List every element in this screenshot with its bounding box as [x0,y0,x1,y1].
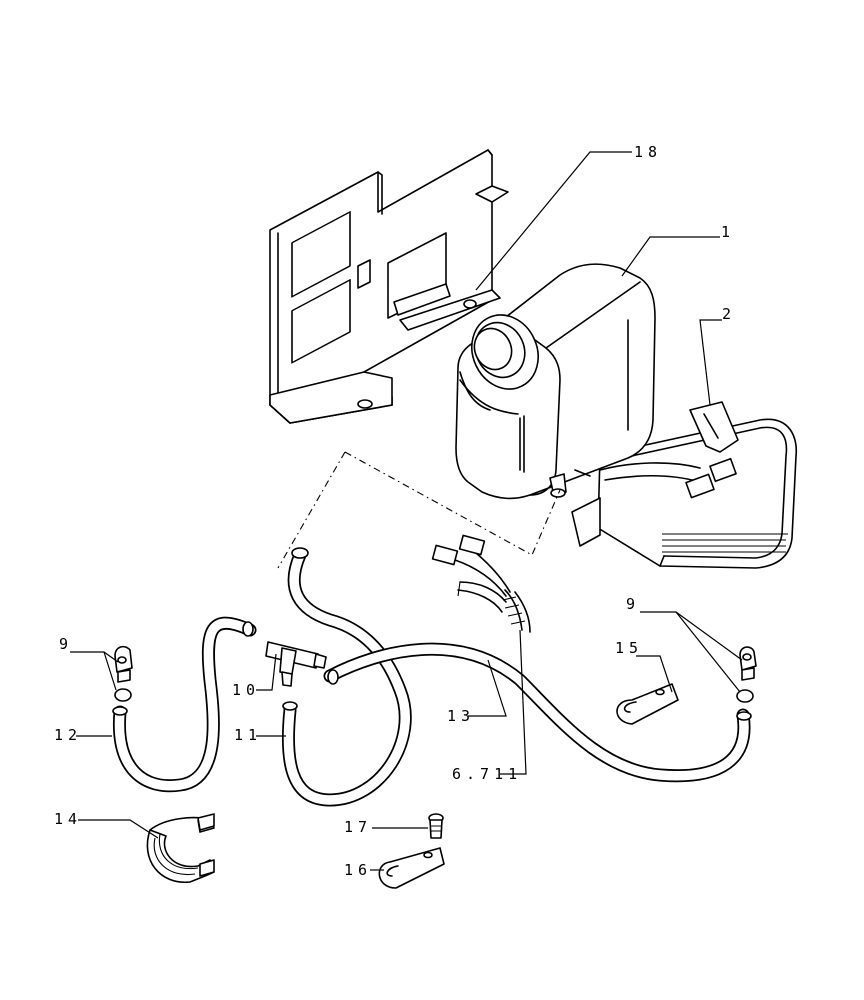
screw-17 [428,813,444,839]
callout-10: 10 [232,681,260,699]
callout-6711: 6.711 [452,765,522,783]
hose-ends [112,547,752,721]
band-clamp-14 [146,813,215,883]
callout-17: 17 [344,818,372,836]
hose-clip-16 [378,847,445,889]
callout-9-left: 9 [59,635,73,653]
callout-15: 15 [615,639,643,657]
hose-12 [112,616,257,793]
leader-lines [70,151,743,871]
callout-13: 13 [447,707,475,725]
callout-2: 2 [722,305,736,323]
wiring-harness [431,534,531,633]
tank-strap [571,401,798,569]
callout-1: 1 [721,223,735,241]
callout-12: 12 [54,726,82,744]
callout-labels: 18 1 2 9 9 15 10 12 11 13 6.711 14 17 16 [54,143,736,879]
hose-13 [281,548,412,807]
nozzle-right [736,646,757,703]
nozzle-left [114,645,133,702]
washer-tank [455,263,656,500]
assembly-dashed-line [277,451,561,569]
callout-16: 16 [344,861,372,879]
callout-14: 14 [54,810,82,828]
callout-11: 11 [234,726,262,744]
hose-long [323,642,751,783]
callout-9-right: 9 [626,595,640,613]
t-connector [265,641,327,687]
callout-18: 18 [634,143,662,161]
hose-clip-15 [616,683,679,725]
mounting-bracket [269,149,509,424]
